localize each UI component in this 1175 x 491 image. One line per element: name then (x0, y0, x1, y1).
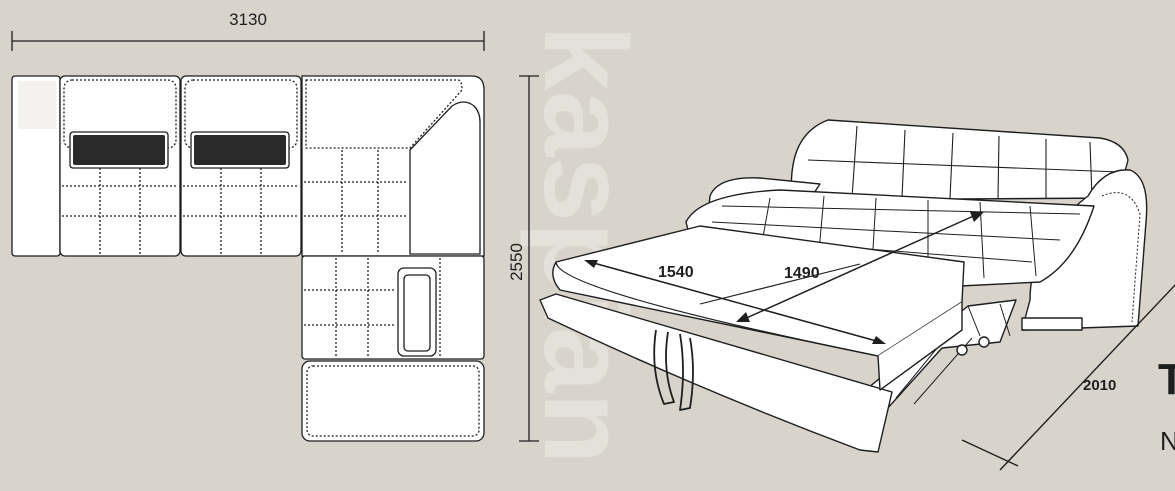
bed-view (539, 119, 1175, 471)
ottoman-module (301, 360, 485, 442)
plan-view (11, 31, 539, 442)
mattress (552, 225, 965, 357)
pull-strap (653, 329, 694, 411)
bed-dimension-arrows (584, 212, 984, 344)
corner-subtitle-fragment: N (1160, 426, 1175, 456)
width-dimension-line (11, 31, 485, 51)
bed-length-label: 1490 (784, 265, 820, 282)
plan-depth-label: 2550 (507, 243, 526, 281)
corner-title-fragment: T (1158, 355, 1175, 404)
back-cushions (789, 119, 1129, 201)
depth-dimension-line (519, 75, 539, 442)
bed-depth-label: 2010 (1083, 377, 1116, 394)
bed-width-label: 1540 (658, 264, 694, 281)
seat-module-middle (180, 75, 302, 257)
chaise-module (301, 255, 485, 360)
front-frame (539, 293, 893, 453)
seat-module-left (59, 75, 181, 257)
plan-width-label: 3130 (229, 10, 267, 29)
corner-module (301, 75, 485, 257)
bed-depth-dimension-line (961, 284, 1175, 471)
